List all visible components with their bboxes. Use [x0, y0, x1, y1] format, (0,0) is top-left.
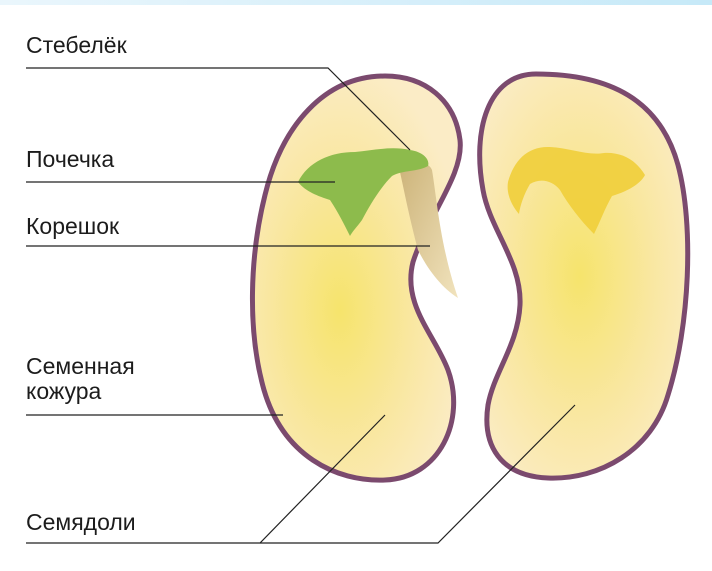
label-seed-coat: Семенная кожура: [26, 354, 135, 404]
label-pochechka: Почечка: [26, 147, 114, 172]
label-koreshok: Корешок: [26, 214, 119, 239]
label-seed-coat-line1: Семенная: [26, 354, 135, 379]
label-stebelek: Стебелёк: [26, 33, 127, 58]
label-semyadoli: Семядоли: [26, 510, 136, 535]
label-seed-coat-line2: кожура: [26, 379, 135, 404]
left-cotyledon: [252, 76, 460, 480]
right-cotyledon: [480, 74, 688, 478]
